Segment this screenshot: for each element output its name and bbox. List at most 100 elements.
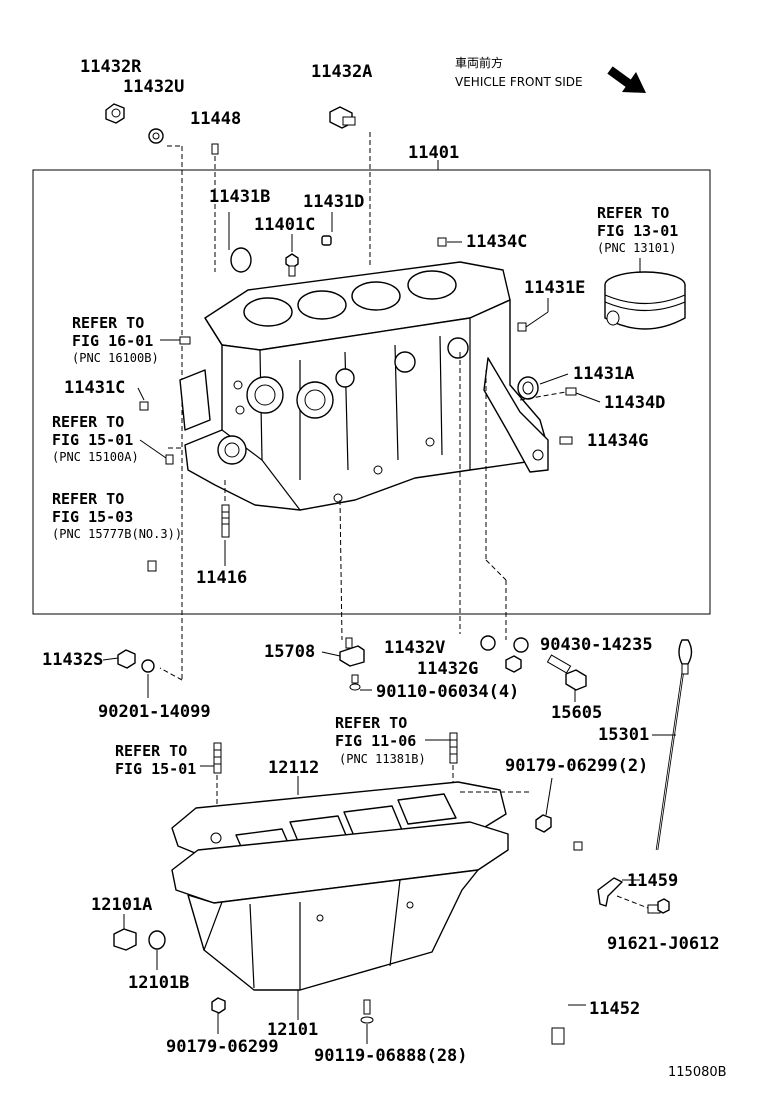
label-11432U[interactable]: 11432U [123,77,184,97]
label-11459[interactable]: 11459 [627,871,678,891]
drain-plug-12101A-icon [113,928,137,951]
leader-11431C [137,387,145,401]
label-11432G[interactable]: 11432G [417,659,478,679]
plug-11431E-icon [517,322,527,332]
leader-11434D [575,392,601,403]
label-11431A[interactable]: 11431A [573,364,634,384]
label-11431E[interactable]: 11431E [524,278,585,298]
plug-11401C-icon [285,253,299,277]
label-11434C[interactable]: 11434C [466,232,527,252]
label-15605[interactable]: 15605 [551,703,602,723]
label-11432R[interactable]: 11432R [80,57,142,77]
dipstick-15301-icon [655,639,693,851]
label-90179-06299[interactable]: 90179-06299 [166,1037,279,1057]
refer-fig16-line2: FIG 16-01 [72,332,153,350]
plug-11432G-icon [505,655,522,673]
bolt-91621-J0612-icon [647,898,670,914]
label-90201-14099[interactable]: 90201-14099 [98,702,211,722]
leader-fig15a [139,439,167,459]
seal-11431A-icon [517,376,539,400]
pin-fig16-icon [179,336,191,345]
oil-pipe-icon [58,560,157,600]
stud-fig11-icon [449,732,458,764]
pin-fig15a-icon [165,454,174,465]
pin-11448-icon [211,143,219,155]
label-90119-06888[interactable]: 90119-06888(28) [314,1046,468,1066]
refer-fig16-line3: (PNC 16100B) [72,351,159,365]
plug-11432S-icon [117,649,136,669]
stud-11416-icon [221,504,230,538]
label-11432A[interactable]: 11432A [311,62,372,82]
oil-pan-12101[interactable] [171,821,509,991]
label-11434G[interactable]: 11434G [587,431,648,451]
refer-fig15a-line1: REFER TO [52,413,124,431]
label-11401C[interactable]: 11401C [254,215,315,235]
label-90179-06299-2[interactable]: 90179-06299(2) [505,756,648,776]
plug-11432A-icon [329,106,356,129]
label-90430-14235[interactable]: 90430-14235 [540,635,653,655]
refer-fig13-line2: FIG 13-01 [597,222,678,240]
label-11434D[interactable]: 11434D [604,393,665,413]
label-15301[interactable]: 15301 [598,725,649,745]
label-11431D[interactable]: 11431D [303,192,364,212]
pin-11434G-icon [559,436,573,445]
refer-fig15a[interactable]: REFER TO FIG 15-01 (PNC 15100A) [52,413,139,464]
gasket-11432U-icon [148,128,164,144]
label-12101B[interactable]: 12101B [128,973,189,993]
label-11432S[interactable]: 11432S [42,650,103,670]
vehicle-front-indicator: 車両前方 VEHICLE FRONT SIDE [455,55,646,93]
refer-fig11[interactable]: REFER TO FIG 11-06 (PNC 11381B) [335,714,426,766]
piston-icon [604,258,686,330]
cylinder-block-11401[interactable] [179,261,549,511]
guide-15708 [339,499,343,641]
guide-11432S [159,667,183,681]
refer-fig11-line3: (PNC 11381B) [339,752,426,766]
bolt-90179-06299-icon [211,997,226,1014]
valve-15605-icon [546,654,587,691]
label-11416[interactable]: 11416 [196,568,247,588]
label-11431B[interactable]: 11431B [209,187,270,207]
label-90110-06034[interactable]: 90110-06034(4) [376,682,519,702]
refer-fig15b-line1: REFER TO [52,490,124,508]
refer-fig11-line1: REFER TO [335,714,407,732]
leader-11432S [102,657,119,661]
refer-fig15b-line3: (PNC 15777B(NO.3)) [52,527,182,541]
direction-en-label: VEHICLE FRONT SIDE [455,75,583,89]
label-11432V[interactable]: 11432V [384,638,445,658]
refer-fig13-line3: (PNC 13101) [597,241,676,255]
gasket-12101B-icon [148,930,166,950]
refer-fig13-line1: REFER TO [597,204,669,222]
block-assembly-frame [32,169,711,615]
leader-11431A [539,373,569,385]
label-12101[interactable]: 12101 [267,1020,318,1040]
stud-fig15c-icon [213,742,222,774]
refer-fig15c[interactable]: REFER TO FIG 15-01 [115,742,196,778]
label-11452[interactable]: 11452 [589,999,640,1019]
pin-11434D-icon [565,387,577,396]
refer-fig13[interactable]: REFER TO FIG 13-01 (PNC 13101) [597,204,678,255]
leader-11431E [525,311,549,328]
refer-fig16[interactable]: REFER TO FIG 16-01 (PNC 16100B) [72,314,159,365]
figure-id: 115080B [668,1065,727,1080]
label-12112[interactable]: 12112 [268,758,319,778]
label-11431C[interactable]: 11431C [64,378,125,398]
plug-11431B-icon [230,247,252,273]
label-11401[interactable]: 11401 [408,143,459,163]
refer-fig15b-line2: FIG 15-03 [52,508,133,526]
label-91621-J0612[interactable]: 91621-J0612 [607,934,720,954]
label-11448[interactable]: 11448 [190,109,241,129]
dipstick-guide-11452-icon [551,841,583,1045]
sensor-15708-icon [339,637,365,667]
leader-90179-2 [545,777,553,816]
refer-fig15b[interactable]: REFER TO FIG 15-03 (PNC 15777B(NO.3)) [52,490,182,541]
leader-15708 [321,651,341,657]
label-12101A[interactable]: 12101A [91,895,152,915]
label-15708[interactable]: 15708 [264,642,315,662]
bracket-11459-icon [597,877,623,907]
guide-11432G-b [485,559,507,581]
guide-91621 [616,895,649,909]
direction-jp-label: 車両前方 [455,55,503,70]
refer-fig15c-line2: FIG 15-01 [115,760,196,778]
pin-11434C-icon [437,237,447,247]
